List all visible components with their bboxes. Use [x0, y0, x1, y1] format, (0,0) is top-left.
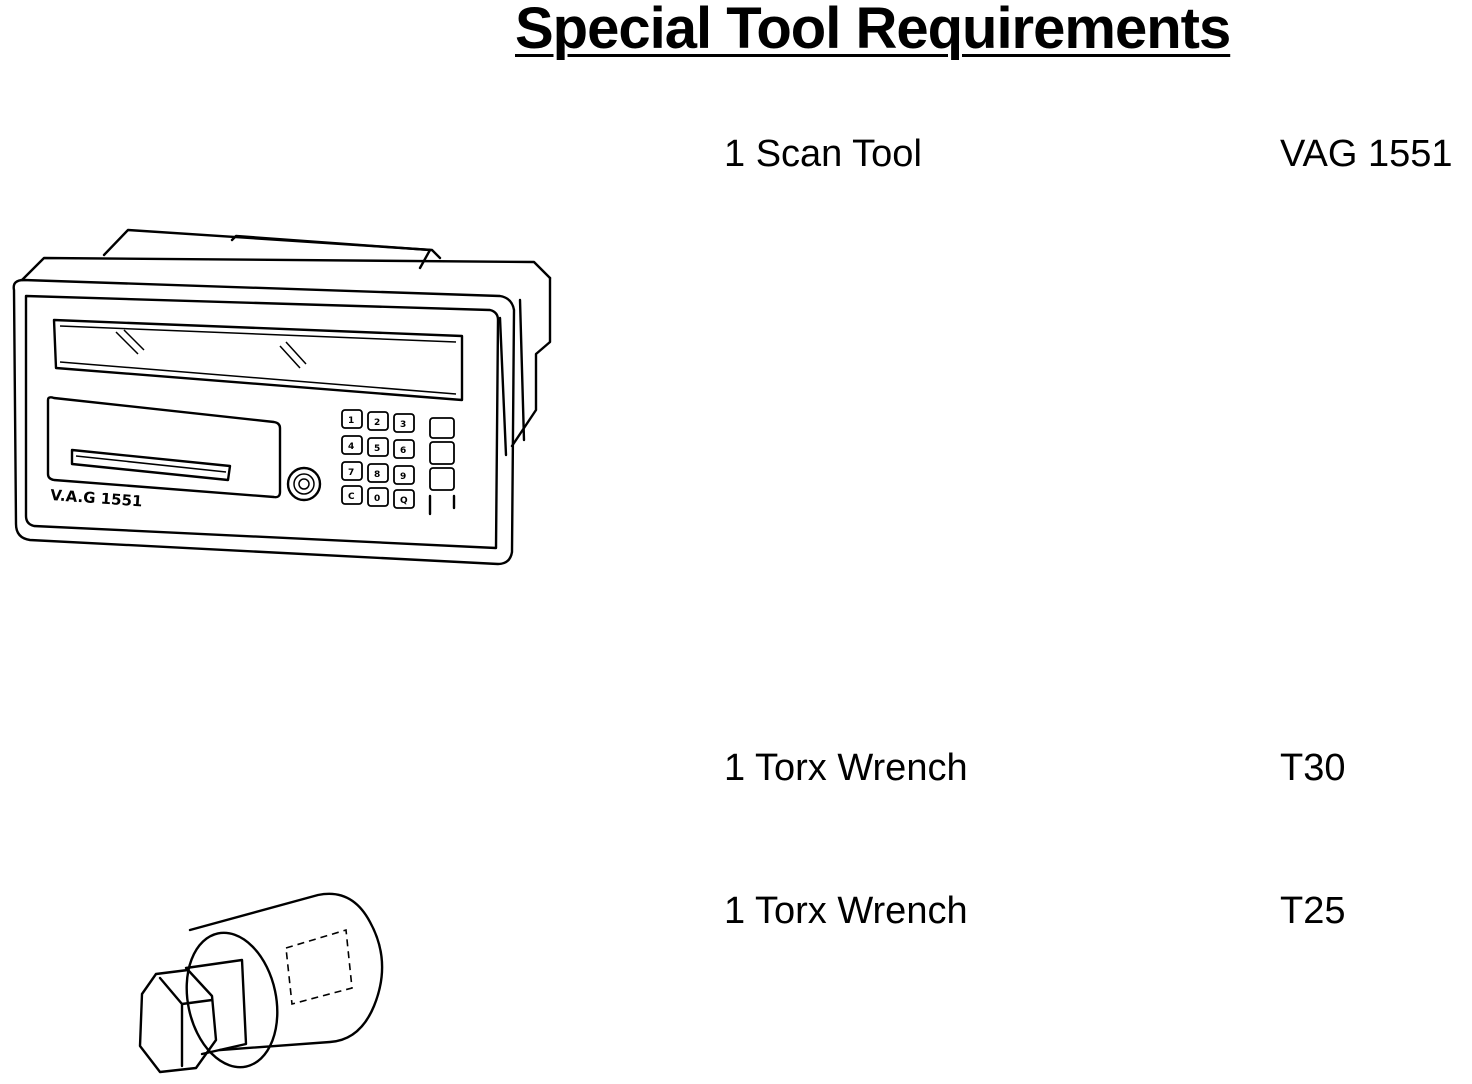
tool-1-part-number: VAG 1551: [1280, 133, 1453, 175]
svg-text:8: 8: [374, 470, 380, 480]
svg-text:5: 5: [374, 444, 380, 454]
torx-socket-illustration: [138, 892, 384, 1074]
tool-2-part-number: T30: [1280, 747, 1346, 789]
device-label: V.A.G 1551: [50, 486, 143, 510]
svg-text:6: 6: [400, 446, 406, 456]
svg-text:2: 2: [374, 418, 380, 428]
svg-text:7: 7: [348, 468, 354, 478]
svg-text:C: C: [348, 492, 355, 502]
svg-text:9: 9: [400, 472, 406, 482]
tool-1-name: 1 Scan Tool: [724, 133, 922, 175]
scan-tool-illustration: V.A.G 1551 1 2 3 4 5 6 7 8 9 C 0 Q: [12, 228, 552, 566]
tool-3-part-number: T25: [1280, 890, 1346, 932]
svg-text:0: 0: [374, 494, 380, 504]
svg-text:4: 4: [348, 442, 354, 452]
tool-3-name: 1 Torx Wrench: [724, 890, 968, 932]
svg-text:Q: Q: [400, 496, 408, 506]
keypad: 1 2 3 4 5 6 7 8 9 C 0 Q: [341, 409, 415, 509]
svg-text:1: 1: [348, 416, 354, 426]
svg-text:3: 3: [400, 420, 406, 430]
page-title: Special Tool Requirements: [515, 0, 1231, 61]
tool-2-name: 1 Torx Wrench: [724, 747, 968, 789]
